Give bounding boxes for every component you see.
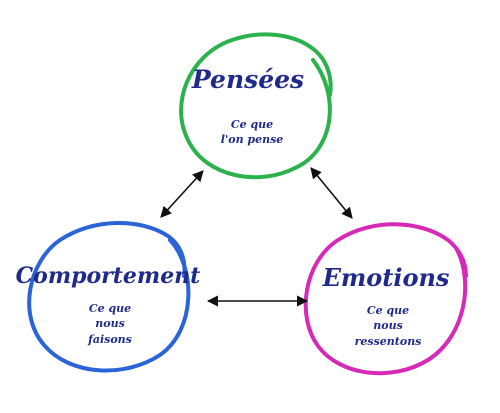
emotions-desc-line2: nous: [373, 319, 403, 332]
thoughts-desc-line1: Ce que: [231, 118, 273, 131]
arrow-thoughts-emotions: [310, 167, 353, 219]
emotions-desc-line3: ressentons: [355, 335, 422, 348]
thoughts-circle: [179, 32, 333, 180]
thoughts-desc-line2: l'on pense: [221, 133, 284, 146]
emotions-title: Emotions: [322, 263, 450, 292]
emotions-desc-line1: Ce que: [367, 304, 409, 317]
behavior-desc-line2: nous: [95, 317, 125, 330]
thoughts-title: Pensées: [191, 65, 304, 94]
emotions-circle: [303, 222, 468, 376]
node-thoughts: Pensées Ce que l'on pense: [179, 32, 333, 180]
node-emotions: Emotions Ce que nous ressentons: [303, 222, 468, 376]
behavior-desc-line3: faisons: [87, 333, 132, 346]
behavior-title: Comportement: [16, 263, 201, 289]
arrow-thoughts-behavior: [160, 170, 204, 218]
behavior-circle: [27, 220, 191, 373]
node-behavior: Comportement Ce que nous faisons: [16, 220, 201, 373]
behavior-desc-line1: Ce que: [89, 302, 131, 315]
